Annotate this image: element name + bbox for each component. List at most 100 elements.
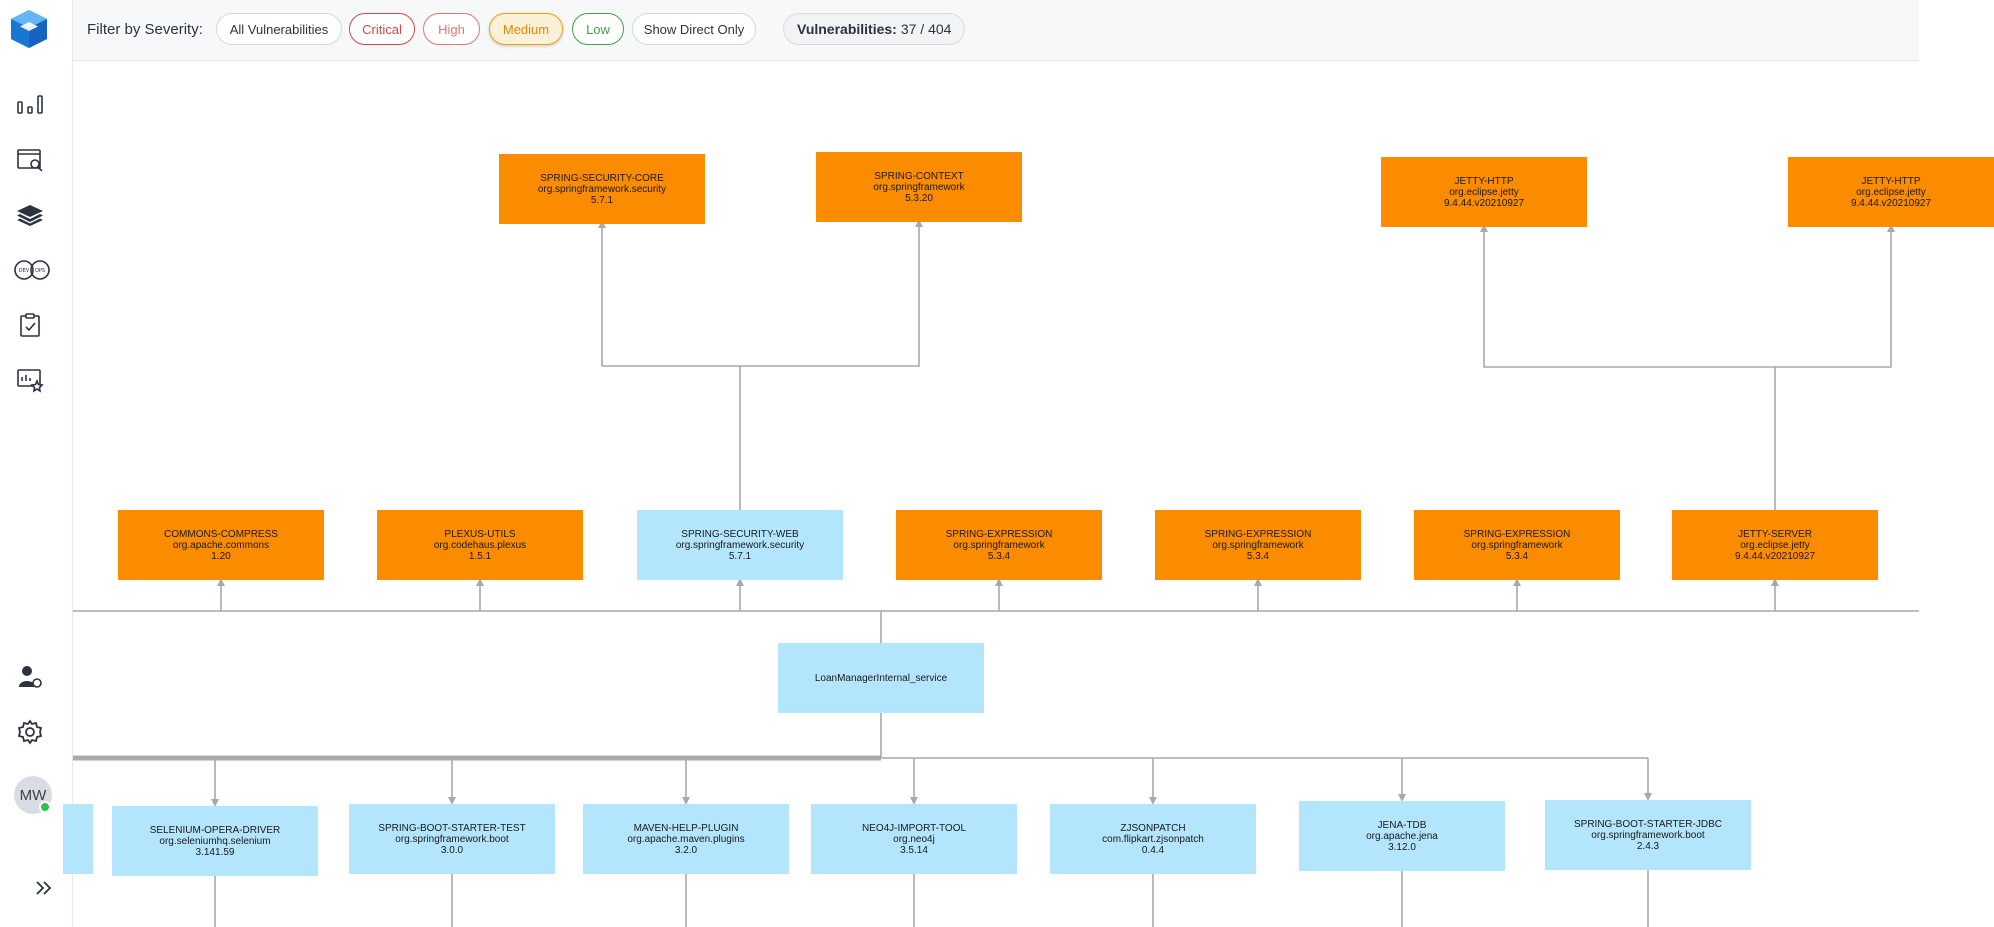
- node-group: org.neo4j: [893, 833, 935, 845]
- vulnerability-count: Vulnerabilities: 37 / 404: [783, 13, 966, 45]
- node-name: PLEXUS-UTILS: [444, 528, 516, 540]
- show-direct-only-button[interactable]: Show Direct Only: [632, 13, 756, 45]
- filter-label: Filter by Severity:: [87, 21, 203, 38]
- chevron-double-right-icon[interactable]: [30, 874, 58, 902]
- node-name: SPRING-SECURITY-CORE: [540, 172, 664, 184]
- node-spring-security-core[interactable]: SPRING-SECURITY-CORE org.springframework…: [499, 154, 705, 224]
- node-version: 9.4.44.v20210927: [1850, 197, 1932, 209]
- node-partial[interactable]: [63, 804, 93, 874]
- node-jetty-http[interactable]: JETTY-HTTP org.eclipse.jetty 9.4.44.v202…: [1788, 157, 1994, 227]
- node-group: org.eclipse.jetty: [1740, 539, 1810, 551]
- node-version: 0.4.4: [1141, 844, 1165, 856]
- node-commons-compress[interactable]: COMMONS-COMPRESS org.apache.commons 1.20: [118, 510, 324, 580]
- node-group: com.flipkart.zjsonpatch: [1102, 833, 1204, 845]
- node-name: ZJSONPATCH: [1120, 822, 1186, 834]
- sidebar: DEV OPS MW: [0, 0, 73, 927]
- node-name: SPRING-CONTEXT: [874, 170, 964, 182]
- edge-security-web-context: [740, 219, 923, 367]
- node-name: SPRING-SECURITY-WEB: [681, 528, 799, 540]
- node-spring-boot-starter-jdbc[interactable]: SPRING-BOOT-STARTER-JDBC org.springframe…: [1545, 800, 1751, 870]
- node-group: org.apache.commons: [172, 539, 270, 551]
- node-name: COMMONS-COMPRESS: [164, 528, 278, 540]
- node-name: LoanManagerInternal_service: [814, 672, 948, 684]
- node-group: org.springframework: [873, 181, 965, 193]
- filter-toolbar: Filter by Severity: All Vulnerabilities …: [73, 0, 1919, 61]
- node-jetty-server[interactable]: JETTY-SERVER org.eclipse.jetty 9.4.44.v2…: [1672, 510, 1878, 580]
- node-version: 3.12.0: [1388, 841, 1416, 853]
- graph-edges: [73, 219, 1919, 927]
- node-root-service[interactable]: LoanManagerInternal_service: [778, 643, 984, 713]
- avatar-initials: MW: [19, 786, 47, 804]
- node-group: org.springframework: [1212, 539, 1304, 551]
- node-group: org.seleniumhq.selenium: [159, 835, 271, 847]
- node-group: org.apache.maven.plugins: [627, 833, 745, 845]
- node-version: 5.3.4: [987, 550, 1011, 562]
- node-plexus-utils[interactable]: PLEXUS-UTILS org.codehaus.plexus 1.5.1: [377, 510, 583, 580]
- node-name: JETTY-HTTP: [1861, 175, 1921, 187]
- node-group: org.springframework.security: [675, 539, 805, 551]
- node-spring-security-web[interactable]: SPRING-SECURITY-WEB org.springframework.…: [637, 510, 843, 580]
- node-name: SPRING-EXPRESSION: [945, 528, 1053, 540]
- app-logo-icon[interactable]: [8, 8, 50, 50]
- node-name: NEO4J-IMPORT-TOOL: [861, 822, 967, 834]
- node-name: SPRING-BOOT-STARTER-JDBC: [1574, 818, 1722, 830]
- node-group: org.springframework: [1471, 539, 1563, 551]
- node-group: org.springframework.security: [537, 183, 667, 195]
- node-group: org.springframework: [953, 539, 1045, 551]
- node-jena-tdb[interactable]: JENA-TDB org.apache.jena 3.12.0: [1299, 801, 1505, 871]
- node-spring-expression[interactable]: SPRING-EXPRESSION org.springframework 5.…: [896, 510, 1102, 580]
- edge-jetty-server-jetty-http-2: [1775, 224, 1895, 368]
- gear-icon[interactable]: [14, 716, 46, 748]
- filter-all-button[interactable]: All Vulnerabilities: [216, 13, 342, 45]
- node-name: SPRING-EXPRESSION: [1204, 528, 1312, 540]
- node-version: 5.3.4: [1505, 550, 1529, 562]
- node-version: 3.5.14: [900, 844, 928, 856]
- svg-text:OPS: OPS: [35, 268, 45, 274]
- node-group: org.springframework.boot: [395, 833, 509, 845]
- bar-chart-icon[interactable]: [14, 88, 46, 120]
- node-version: 5.7.1: [728, 550, 752, 562]
- node-name: MAVEN-HELP-PLUGIN: [633, 822, 739, 834]
- node-version: 3.0.0: [440, 844, 464, 856]
- node-version: 3.141.59: [195, 846, 235, 858]
- filter-high-button[interactable]: High: [423, 13, 480, 45]
- filter-low-button[interactable]: Low: [572, 13, 624, 45]
- node-group: org.springframework.boot: [1591, 829, 1705, 841]
- node-spring-expression[interactable]: SPRING-EXPRESSION org.springframework 5.…: [1155, 510, 1361, 580]
- node-name: SPRING-EXPRESSION: [1463, 528, 1571, 540]
- node-name: JETTY-SERVER: [1738, 528, 1812, 540]
- node-maven-help-plugin[interactable]: MAVEN-HELP-PLUGIN org.apache.maven.plugi…: [583, 804, 789, 874]
- dependency-graph[interactable]: SPRING-SECURITY-CORE org.springframework…: [63, 61, 1994, 927]
- filter-critical-button[interactable]: Critical: [349, 13, 415, 45]
- user-settings-icon[interactable]: [14, 661, 46, 693]
- vulnerability-count-label: Vulnerabilities:: [797, 21, 897, 37]
- node-name: SPRING-BOOT-STARTER-TEST: [378, 822, 526, 834]
- node-jetty-http[interactable]: JETTY-HTTP org.eclipse.jetty 9.4.44.v202…: [1381, 157, 1587, 227]
- clipboard-check-icon[interactable]: [14, 309, 46, 341]
- window-search-icon[interactable]: [14, 144, 46, 176]
- node-spring-context[interactable]: SPRING-CONTEXT org.springframework 5.3.2…: [816, 152, 1022, 222]
- node-version: 9.4.44.v20210927: [1443, 197, 1525, 209]
- report-star-icon[interactable]: [14, 364, 46, 396]
- devops-icon[interactable]: DEV OPS: [12, 254, 52, 286]
- layers-icon[interactable]: [14, 199, 46, 231]
- node-zjsonpatch[interactable]: ZJSONPATCH com.flipkart.zjsonpatch 0.4.4: [1050, 804, 1256, 874]
- node-name: JETTY-HTTP: [1454, 175, 1514, 187]
- node-version: 3.2.0: [674, 844, 698, 856]
- edge-security-web-security-core: [598, 220, 741, 510]
- node-neo4j-import-tool[interactable]: NEO4J-IMPORT-TOOL org.neo4j 3.5.14: [811, 804, 1017, 874]
- node-version: 1.20: [211, 550, 231, 562]
- node-version: 9.4.44.v20210927: [1734, 550, 1816, 562]
- edge-jetty-server-jetty-http-1: [1480, 224, 1776, 510]
- node-group: org.codehaus.plexus: [433, 539, 527, 551]
- vulnerability-count-value: 37 / 404: [900, 21, 952, 37]
- node-version: 1.5.1: [468, 550, 492, 562]
- filter-medium-button[interactable]: Medium: [489, 13, 563, 45]
- node-selenium-opera-driver[interactable]: SELENIUM-OPERA-DRIVER org.seleniumhq.sel…: [112, 806, 318, 876]
- node-spring-boot-starter-test[interactable]: SPRING-BOOT-STARTER-TEST org.springframe…: [349, 804, 555, 874]
- node-group: org.apache.jena: [1366, 830, 1438, 842]
- node-group: org.eclipse.jetty: [1449, 186, 1519, 198]
- node-version: 2.4.3: [1636, 840, 1660, 852]
- avatar[interactable]: MW: [14, 776, 52, 814]
- node-spring-expression[interactable]: SPRING-EXPRESSION org.springframework 5.…: [1414, 510, 1620, 580]
